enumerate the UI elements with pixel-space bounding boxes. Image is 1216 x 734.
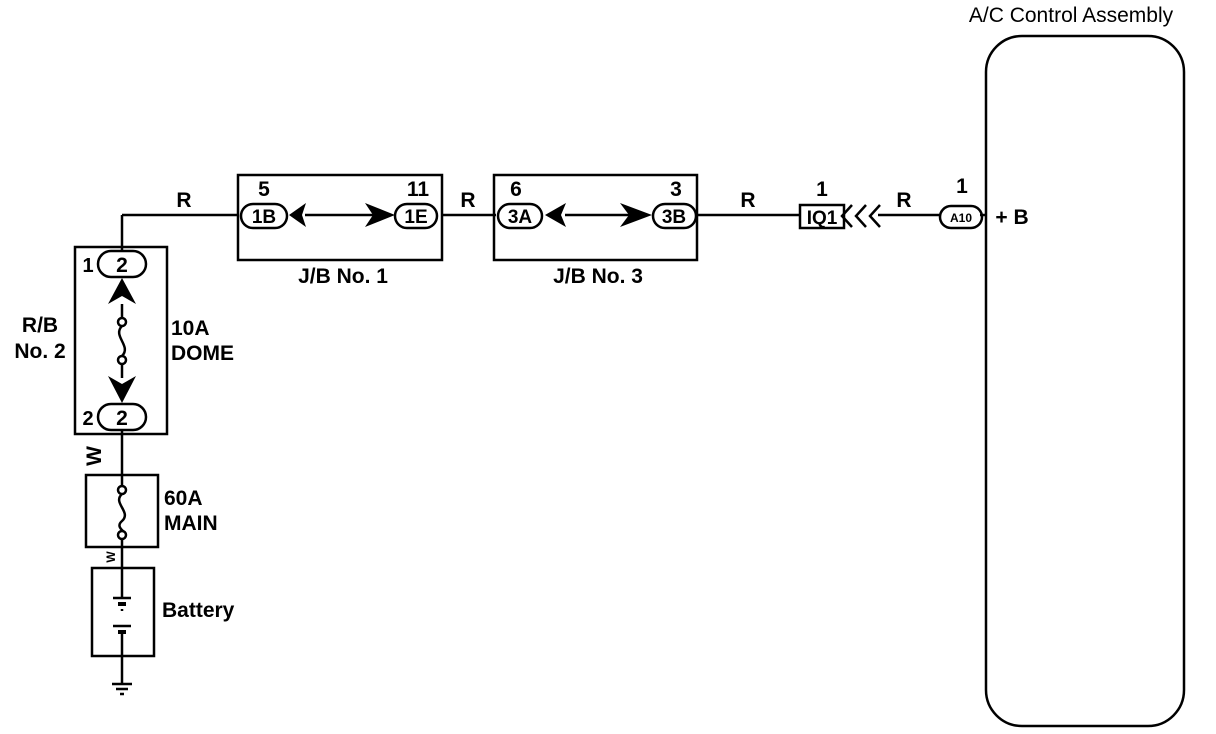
wire-color-w-upper: W xyxy=(83,446,106,466)
dome-fuse-down-arrow xyxy=(108,376,136,403)
jb1-right-arrow xyxy=(365,203,395,227)
rb2-bottom-pin: 2 xyxy=(82,408,93,430)
iq1-chevron-2 xyxy=(854,204,867,228)
ac-control-assembly-box xyxy=(984,34,1186,728)
main-fuse-name: MAIN xyxy=(164,512,218,535)
a10-connector xyxy=(938,204,984,230)
a10-terminal-label: + B xyxy=(995,206,1028,229)
main-fuse-rating: 60A xyxy=(164,487,203,510)
jb3-left-arrow xyxy=(545,203,566,227)
jb1-title: J/B No. 1 xyxy=(298,265,388,288)
jb1-right-connector-label: 1E xyxy=(404,207,427,228)
rb2-top-connector-label: 2 xyxy=(116,254,128,277)
jb1-connector-1b xyxy=(239,202,289,230)
rb2-top-connector xyxy=(96,249,148,279)
jb3-right-connector-label: 3B xyxy=(662,207,686,228)
main-fuse-terminal-bottom xyxy=(116,529,128,541)
a10-connector-label: A10 xyxy=(950,211,972,225)
jb3-left-connector-label: 3A xyxy=(508,207,533,228)
a10-pin-number: 1 xyxy=(956,175,968,198)
jb3-right-pin: 3 xyxy=(670,178,682,201)
rb2-top-pin: 1 xyxy=(82,255,93,277)
rb2-bottom-connector-label: 2 xyxy=(116,407,128,430)
iq1-pin: 1 xyxy=(816,178,828,201)
jb3-left-pin: 6 xyxy=(510,178,522,201)
iq1-label: IQ1 xyxy=(807,208,838,229)
jb1-left-pin: 5 xyxy=(258,178,270,201)
jb1-right-pin: 11 xyxy=(407,178,430,201)
jb1-left-arrow xyxy=(289,203,306,227)
jb3-connector-3a xyxy=(496,202,544,230)
wire-color-r-2: R xyxy=(460,189,475,212)
dome-fuse-element xyxy=(117,325,127,357)
main-fuse-terminal-top xyxy=(116,484,128,496)
dome-fuse-up-arrow xyxy=(108,278,136,304)
ac-control-assembly-title: A/C Control Assembly xyxy=(969,4,1174,27)
iq1-chevron-3 xyxy=(868,204,881,228)
jb1-left-connector-label: 1B xyxy=(252,207,276,228)
battery-label: Battery xyxy=(162,599,235,622)
jb3-right-arrow xyxy=(620,203,652,227)
rb2-title-line1: R/B xyxy=(22,314,58,337)
main-fuse-element xyxy=(117,493,127,535)
wire-color-w-lower: W xyxy=(104,551,118,563)
jb3-connector-3b xyxy=(651,202,698,230)
dome-fuse-rating: 10A xyxy=(171,317,210,340)
dome-fuse-terminal-top xyxy=(116,316,128,328)
wire-color-r-1: R xyxy=(176,189,191,212)
rb2-title-line2: No. 2 xyxy=(14,340,65,363)
jb3-title: J/B No. 3 xyxy=(553,265,643,288)
jb1-box xyxy=(236,173,444,262)
dome-fuse-name: DOME xyxy=(171,342,234,365)
wire-color-r-3: R xyxy=(740,189,755,212)
jb1-connector-1e xyxy=(393,202,439,230)
wire-color-r-4: R xyxy=(896,189,911,212)
iq1-chevron-1 xyxy=(840,204,853,228)
dome-fuse-terminal-bottom xyxy=(116,354,128,366)
